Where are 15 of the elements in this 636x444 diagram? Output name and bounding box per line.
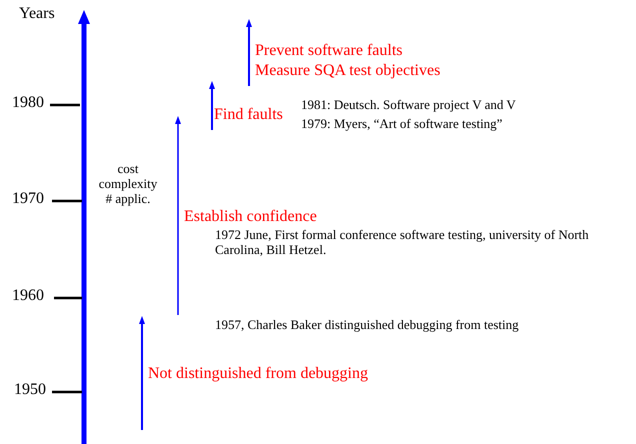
factor-list: cost complexity # applic. [96, 162, 160, 207]
year-label: 1960 [12, 287, 44, 306]
milestone-heading: Measure SQA test objectives [255, 62, 440, 80]
milestone-heading: Establish confidence [184, 208, 317, 226]
year-label: 1950 [14, 381, 46, 400]
event-note: 1957, Charles Baker distinguished debugging from testing [215, 318, 519, 333]
event-note: 1979: Myers, “Art of software testing” [301, 117, 502, 132]
axis-title: Years [19, 5, 55, 24]
year-label: 1970 [12, 190, 44, 208]
milestone-heading: Not distinguished from debugging [148, 365, 368, 384]
milestone-heading: Prevent software faults [255, 42, 403, 60]
milestone-heading: Find faults [214, 106, 283, 124]
year-label: 1980 [12, 94, 44, 112]
event-note: 1972 June, First formal conference software testing, university of North Carolina, Bill Hetzel. [215, 228, 590, 258]
event-note: 1981: Deutsch. Software project V and V [301, 98, 516, 113]
